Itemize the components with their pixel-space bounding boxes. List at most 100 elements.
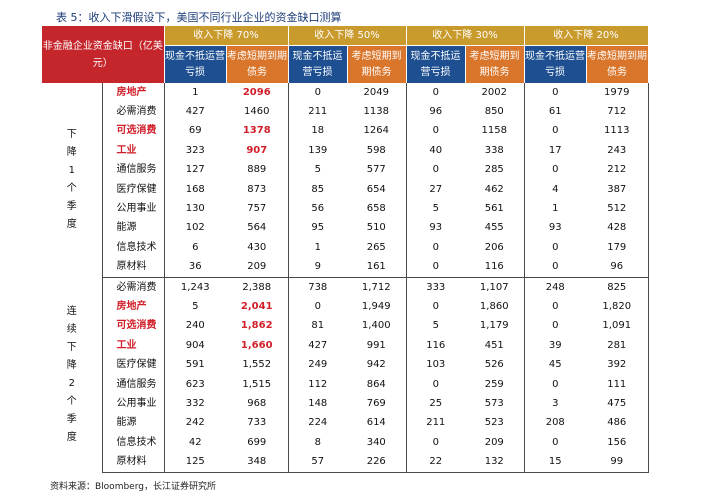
header-sub-debt: 考虑短期到期债务 — [586, 45, 649, 83]
value-debt-shortfall: 510 — [347, 218, 407, 239]
industry-name: 能源 — [102, 218, 165, 239]
industry-name: 信息技术 — [102, 433, 165, 453]
value-debt-shortfall: 1,179 — [465, 316, 525, 337]
funding-gap-table: 非金融企业资金缺口（亿美元） 收入下降 70% 收入下降 50% 收入下降 30… — [42, 26, 649, 473]
value-debt-shortfall: 1,091 — [586, 316, 649, 337]
value-debt-shortfall: 573 — [465, 394, 525, 414]
industry-name: 工业 — [102, 336, 165, 356]
value-cash-shortfall: 25 — [429, 397, 443, 409]
value-cash-shortfall: 5 — [432, 203, 439, 215]
header-sub-debt: 考虑短期到期债务 — [226, 45, 289, 83]
industry-name: 能源 — [102, 413, 165, 434]
value-debt-shortfall: 1,552 — [226, 355, 289, 375]
header-group-30: 收入下降 30% — [406, 26, 525, 46]
value-cash-shortfall: 139 — [308, 144, 328, 156]
section-label-text: 下降1个季度 — [66, 129, 77, 231]
value-cash-shortfall: 9 — [288, 257, 347, 278]
value-debt-shortfall: 348 — [226, 452, 289, 473]
value-cash-shortfall: 56 — [311, 203, 325, 215]
value-cash-shortfall: 0 — [432, 378, 439, 390]
industry-name: 医疗保健 — [102, 179, 165, 200]
value-cash-shortfall: 333 — [426, 281, 446, 293]
header-sub-debt: 考虑短期到期债务 — [465, 45, 525, 83]
value-cash-shortfall: 103 — [426, 359, 446, 371]
value-cash-shortfall: 69 — [188, 125, 202, 137]
header-group-20: 收入下降 20% — [524, 26, 649, 46]
industry-name: 通信服务 — [102, 374, 165, 395]
value-cash-shortfall: 323 — [185, 144, 205, 156]
value-debt-shortfall: 1,107 — [465, 277, 525, 298]
value-cash-shortfall: 623 — [185, 378, 205, 390]
value-debt-shortfall: 387 — [586, 179, 649, 200]
value-debt-shortfall: 243 — [586, 141, 649, 161]
value-cash-shortfall: 4 — [552, 183, 559, 195]
value-cash-shortfall: 0 — [406, 257, 465, 278]
industry-name: 信息技术 — [102, 238, 165, 258]
value-debt-shortfall: 907 — [226, 141, 289, 161]
value-cash-shortfall: 591 — [185, 359, 205, 371]
header-sub-cash: 现金不抵运营亏损 — [288, 45, 348, 83]
industry-name: 房地产 — [102, 297, 165, 317]
value-cash-shortfall: 5 — [432, 320, 439, 332]
value-debt-shortfall: 475 — [586, 394, 649, 414]
section-label-text: 连续下降2个季度 — [66, 305, 77, 443]
value-debt-shortfall: 1,660 — [226, 336, 289, 356]
value-debt-shortfall: 451 — [465, 336, 525, 356]
header-corner: 非金融企业资金缺口（亿美元） — [42, 26, 165, 83]
value-debt-shortfall: 523 — [465, 413, 525, 434]
value-debt-shortfall: 864 — [347, 374, 407, 395]
value-cash-shortfall: 248 — [545, 281, 565, 293]
value-debt-shortfall: 512 — [586, 199, 649, 219]
value-cash-shortfall: 148 — [308, 397, 328, 409]
value-cash-shortfall: 332 — [185, 397, 205, 409]
value-cash-shortfall: 0 — [552, 300, 559, 312]
value-cash-shortfall: 42 — [188, 436, 202, 448]
value-debt-shortfall: 285 — [465, 160, 525, 180]
value-debt-shortfall: 850 — [465, 102, 525, 122]
industry-name: 必需消费 — [102, 102, 165, 122]
value-cash-shortfall: 1 — [552, 203, 559, 215]
value-debt-shortfall: 968 — [226, 394, 289, 414]
table-caption: 表 5：收入下滑假设下，美国不同行业企业的资金缺口测算 — [56, 11, 342, 24]
industry-name: 原材料 — [102, 452, 165, 473]
value-cash-shortfall: 45 — [548, 359, 562, 371]
value-debt-shortfall: 462 — [465, 179, 525, 200]
industry-name: 必需消费 — [102, 277, 165, 298]
value-debt-shortfall: 179 — [586, 238, 649, 258]
value-debt-shortfall: 259 — [465, 374, 525, 395]
value-debt-shortfall: 699 — [226, 433, 289, 453]
value-debt-shortfall: 1460 — [226, 102, 289, 122]
value-cash-shortfall: 102 — [185, 222, 205, 234]
value-debt-shortfall: 2002 — [465, 83, 525, 103]
value-debt-shortfall: 161 — [347, 257, 407, 278]
value-debt-shortfall: 991 — [347, 336, 407, 356]
value-cash-shortfall: 1 — [192, 86, 199, 98]
value-cash-shortfall: 242 — [185, 417, 205, 429]
value-cash-shortfall: 0 — [432, 125, 439, 137]
value-debt-shortfall: 281 — [586, 336, 649, 356]
value-debt-shortfall: 156 — [586, 433, 649, 453]
value-debt-shortfall: 116 — [465, 257, 525, 278]
value-cash-shortfall: 0 — [552, 86, 559, 98]
value-debt-shortfall: 654 — [347, 179, 407, 200]
value-cash-shortfall: 6 — [192, 241, 199, 253]
value-cash-shortfall: 427 — [185, 106, 205, 118]
value-cash-shortfall: 0 — [432, 300, 439, 312]
value-debt-shortfall: 1113 — [586, 121, 649, 142]
value-cash-shortfall: 125 — [164, 452, 226, 473]
value-debt-shortfall: 733 — [226, 413, 289, 434]
value-debt-shortfall: 392 — [586, 355, 649, 375]
value-debt-shortfall: 486 — [586, 413, 649, 434]
value-debt-shortfall: 889 — [226, 160, 289, 180]
value-debt-shortfall: 1138 — [347, 102, 407, 122]
value-cash-shortfall: 112 — [308, 378, 328, 390]
value-debt-shortfall: 430 — [226, 238, 289, 258]
value-cash-shortfall: 224 — [308, 417, 328, 429]
value-debt-shortfall: 1,820 — [586, 297, 649, 317]
value-debt-shortfall: 428 — [586, 218, 649, 239]
